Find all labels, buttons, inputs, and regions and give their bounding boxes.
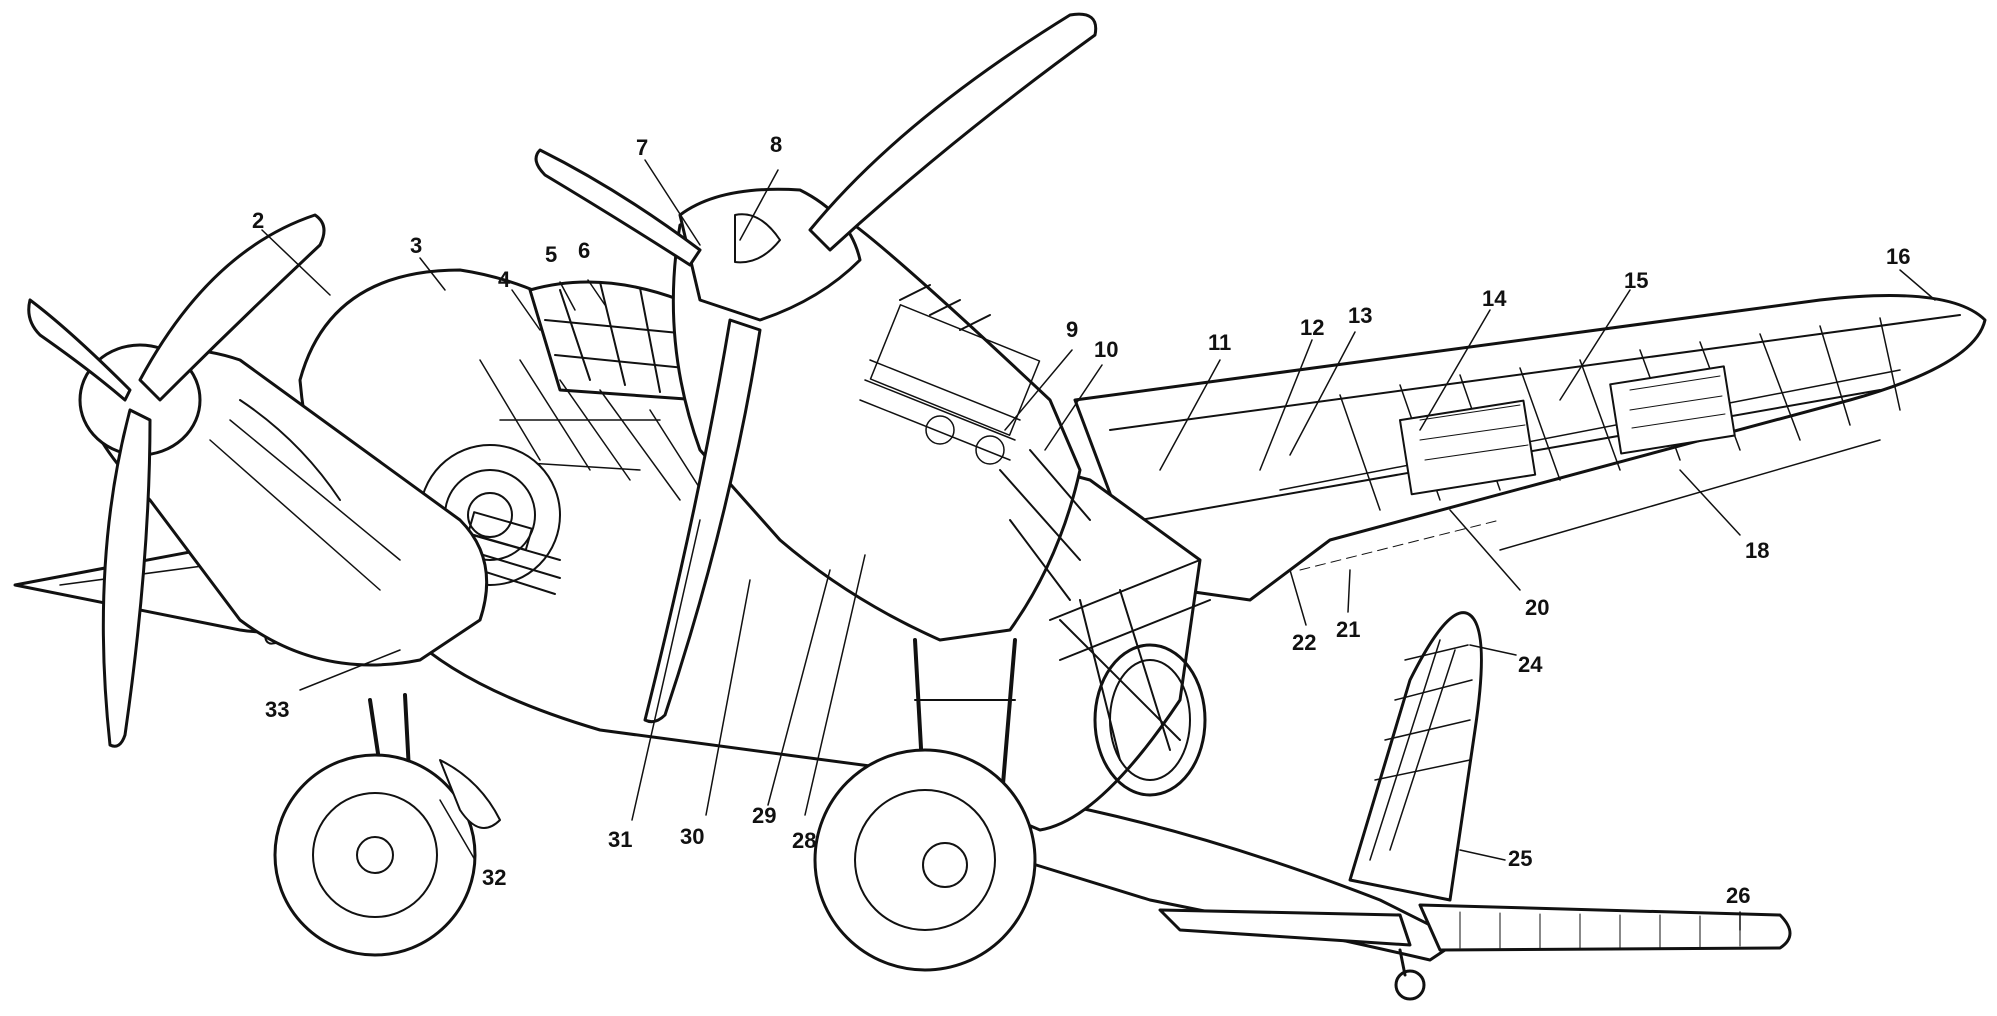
callout-2: 2	[252, 208, 264, 233]
callout-28: 28	[792, 828, 816, 853]
callout-16: 16	[1886, 244, 1910, 269]
right-wing	[1073, 294, 1987, 602]
callout-3: 3	[410, 233, 422, 258]
callout-33: 33	[265, 697, 289, 722]
callout-8: 8	[770, 132, 782, 157]
leader-lines	[261, 159, 1936, 931]
callout-29: 29	[752, 803, 776, 828]
callout-26: 26	[1726, 883, 1750, 908]
callout-31: 31	[608, 827, 632, 852]
callout-7: 7	[636, 135, 648, 160]
callout-20: 20	[1525, 595, 1549, 620]
callout-30: 30	[680, 824, 704, 849]
callout-15: 15	[1624, 268, 1648, 293]
callout-21: 21	[1336, 617, 1360, 642]
callout-12: 12	[1300, 315, 1324, 340]
callout-32: 32	[482, 865, 506, 890]
right-main-gear	[813, 638, 1037, 972]
callout-9: 9	[1066, 317, 1078, 342]
right-propeller	[534, 12, 1098, 724]
engine-block	[859, 304, 1041, 465]
callout-14: 14	[1482, 286, 1507, 311]
callout-13: 13	[1348, 303, 1372, 328]
callout-10: 10	[1094, 337, 1118, 362]
left-propeller	[27, 213, 326, 748]
callout-6: 6	[578, 238, 590, 263]
callout-labels: 2 3 4 5 6 7 8 9 10 11 12 13 14 15 16 18 …	[252, 132, 1910, 908]
callout-18: 18	[1745, 538, 1769, 563]
left-main-gear	[273, 693, 501, 957]
callout-4: 4	[498, 267, 511, 292]
callout-24: 24	[1518, 652, 1543, 677]
callout-22: 22	[1292, 630, 1316, 655]
callout-5: 5	[545, 242, 557, 267]
tail-assembly	[1018, 611, 1792, 1001]
callout-25: 25	[1508, 846, 1532, 871]
callout-11: 11	[1208, 330, 1231, 355]
